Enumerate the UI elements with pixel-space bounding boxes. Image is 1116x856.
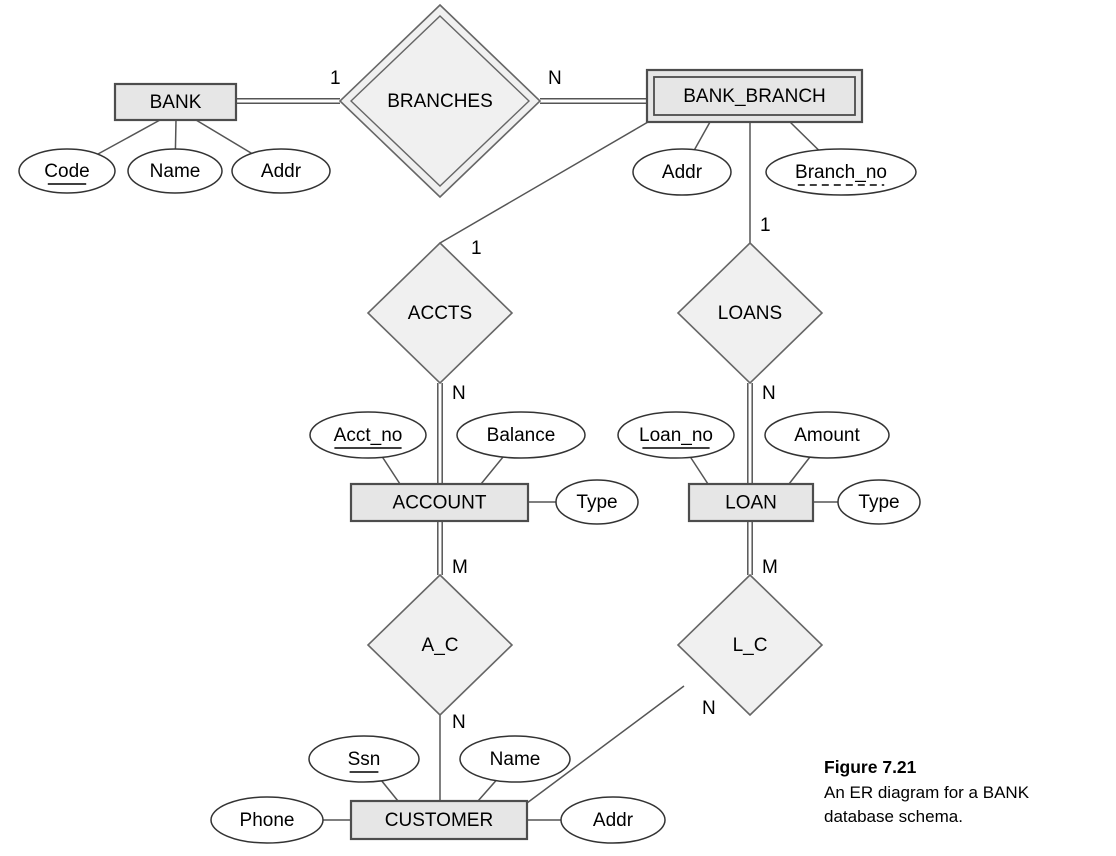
entity-loan[interactable]: LOAN (687, 482, 815, 523)
relationship-a_c[interactable]: A_C (366, 573, 514, 717)
attribute-label-loan_no: Loan_no (639, 425, 713, 446)
cardinality-label-a_c-customer: N (452, 712, 466, 733)
relationship-branches[interactable]: BRANCHES (338, 3, 542, 199)
entity-layer: BANK BANK_BRANCH ACCOUNT LOAN CUSTOMER (113, 68, 864, 841)
relationship-loans[interactable]: LOANS (676, 241, 824, 385)
attribute-acct_type[interactable]: Type (555, 479, 639, 525)
cardinality-label-loans-loan: N (762, 383, 776, 404)
cardinality-label-account-a_c: M (452, 557, 468, 578)
entity-label-bank_branch: BANK_BRANCH (683, 86, 826, 107)
attribute-cust_addr[interactable]: Addr (560, 796, 666, 844)
attribute-acct_balance[interactable]: Balance (456, 411, 586, 459)
attribute-loan_type[interactable]: Type (837, 479, 921, 525)
connection-branches-bank_branch (540, 98, 647, 104)
attribute-label-acct_type: Type (576, 492, 617, 513)
attribute-bank_code[interactable]: Code (18, 148, 116, 194)
attribute-bank_addr[interactable]: Addr (231, 148, 331, 194)
connection-layer (66, 98, 879, 821)
entity-bank_branch[interactable]: BANK_BRANCH (645, 68, 864, 124)
relationship-label-a_c: A_C (422, 635, 459, 656)
relationship-label-l_c: L_C (733, 635, 768, 656)
relationship-l_c[interactable]: L_C (676, 573, 824, 717)
attribute-loan_amount[interactable]: Amount (764, 411, 890, 459)
connection-bank_branch-accts (439, 121, 649, 244)
relationship-layer: BRANCHES ACCTS LOANS A_C L_C (338, 3, 824, 717)
cardinality-label-branches-bank_branch: N (548, 68, 562, 89)
relationship-label-loans: LOANS (718, 303, 782, 324)
attribute-bb_addr[interactable]: Addr (632, 148, 732, 196)
attribute-label-cust_name: Name (490, 749, 541, 770)
figure-caption-line-1: An ER diagram for a BANK (824, 782, 1030, 802)
attribute-bb_branch_no[interactable]: Branch_no (765, 148, 917, 196)
relationship-label-branches: BRANCHES (387, 91, 493, 112)
entity-bank[interactable]: BANK (113, 82, 238, 122)
cardinality-label-accts-account: N (452, 383, 466, 404)
connection-l_c-customer (526, 685, 685, 804)
attribute-label-loan_type: Type (858, 492, 899, 513)
entity-label-account: ACCOUNT (393, 493, 487, 514)
attribute-cust_ssn[interactable]: Ssn (308, 735, 420, 783)
entity-label-customer: CUSTOMER (385, 810, 493, 831)
attribute-acct_no[interactable]: Acct_no (309, 411, 427, 459)
attribute-label-cust_phone: Phone (240, 810, 295, 831)
figure-caption-line-2: database schema. (824, 806, 963, 826)
attribute-label-cust_addr: Addr (593, 810, 634, 831)
attribute-cust_phone[interactable]: Phone (210, 796, 324, 844)
attribute-label-acct_balance: Balance (487, 425, 556, 446)
entity-customer[interactable]: CUSTOMER (349, 799, 529, 841)
cardinality-label-loan-l_c: M (762, 557, 778, 578)
connection-account-a_c (437, 521, 443, 575)
attribute-label-bb_addr: Addr (662, 162, 703, 183)
connection-accts-account (437, 383, 443, 484)
attribute-label-bank_code: Code (44, 161, 89, 182)
cardinality-label-bank_branch-loans: 1 (760, 215, 771, 236)
attribute-label-loan_amount: Amount (794, 425, 860, 446)
entity-account[interactable]: ACCOUNT (349, 482, 530, 523)
attribute-cust_name[interactable]: Name (459, 735, 571, 783)
entity-label-bank: BANK (150, 92, 202, 113)
relationship-accts[interactable]: ACCTS (366, 241, 514, 385)
attribute-label-bank_name: Name (150, 161, 201, 182)
attribute-label-bb_branch_no: Branch_no (795, 162, 887, 183)
cardinality-label-bank-branches: 1 (330, 68, 341, 89)
attribute-loan_no[interactable]: Loan_no (617, 411, 735, 459)
attribute-label-cust_ssn: Ssn (348, 749, 381, 770)
connection-loan-l_c (747, 521, 753, 575)
figure-caption-title: Figure 7.21 (824, 757, 917, 777)
relationship-label-accts: ACCTS (408, 303, 472, 324)
attribute-label-bank_addr: Addr (261, 161, 302, 182)
connection-bank-branches (236, 98, 340, 104)
figure-caption: Figure 7.21 An ER diagram for a BANK dat… (824, 756, 1104, 829)
cardinality-label-bank_branch-accts: 1 (471, 238, 482, 259)
cardinality-label-l_c-customer: N (702, 698, 716, 719)
connection-loans-loan (747, 383, 753, 484)
attribute-bank_name[interactable]: Name (127, 148, 223, 194)
attribute-label-acct_no: Acct_no (334, 425, 403, 446)
entity-label-loan: LOAN (725, 493, 777, 514)
